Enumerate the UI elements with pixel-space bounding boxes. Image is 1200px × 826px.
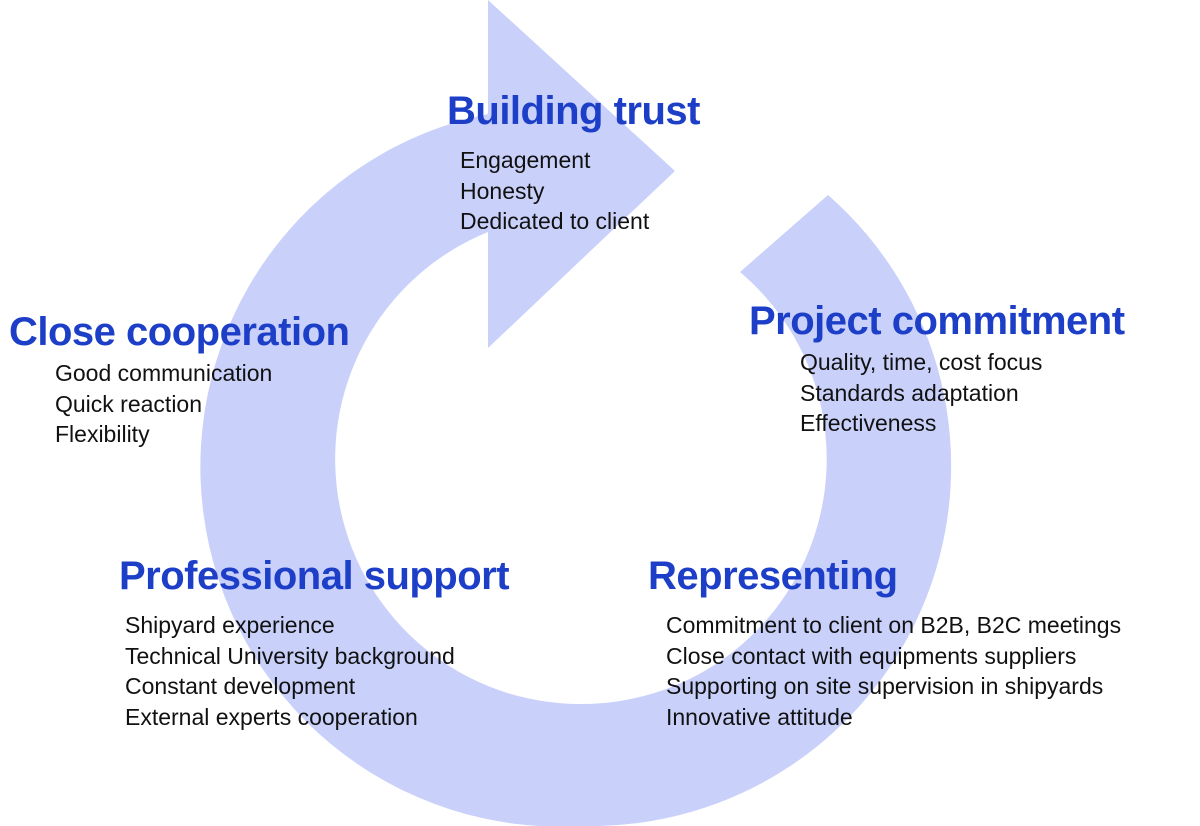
section-project-commitment: Project commitment Quality, time, cost f… xyxy=(749,297,1125,439)
list-item: Good communication xyxy=(55,360,273,386)
list-item: Honesty xyxy=(460,177,545,204)
section-close-cooperation: Close cooperation Good communication Qui… xyxy=(9,308,350,450)
section-title-close-cooperation: Close cooperation xyxy=(9,310,350,354)
section-title-building-trust: Building trust xyxy=(447,89,700,133)
section-title-representing: Representing xyxy=(648,554,898,598)
list-item: Commitment to client on B2B, B2C meeting… xyxy=(666,612,1122,638)
representing-list: Commitment to client on B2B, B2C meeting… xyxy=(666,610,1121,732)
list-item: Effectiveness xyxy=(800,410,937,436)
section-building-trust: Building trust Engagement Honesty Dedica… xyxy=(447,87,700,237)
building-trust-list: Engagement Honesty Dedicated to client xyxy=(460,145,700,237)
professional-support-list: Shipyard experience Technical University… xyxy=(125,610,509,732)
list-item: External experts cooperation xyxy=(125,703,418,730)
list-item: Standards adaptation xyxy=(800,379,1019,406)
section-title-project-commitment: Project commitment xyxy=(749,299,1125,343)
project-commitment-list: Quality, time, cost focus Standards adap… xyxy=(800,347,1125,439)
close-cooperation-list: Good communication Quick reaction Flexib… xyxy=(55,358,349,450)
list-item: Shipyard experience xyxy=(125,612,335,638)
list-item: Flexibility xyxy=(55,421,150,447)
list-item: Supporting on site supervision in shipya… xyxy=(666,673,1104,699)
circular-arrow-shape xyxy=(200,0,952,826)
list-item: Innovative attitude xyxy=(666,703,853,730)
list-item: Technical University background xyxy=(125,642,455,669)
list-item: Constant development xyxy=(125,673,356,699)
list-item: Close contact with equipments suppliers xyxy=(666,642,1077,669)
list-item: Quality, time, cost focus xyxy=(800,349,1043,375)
section-title-professional-support: Professional support xyxy=(119,554,510,598)
section-professional-support: Professional support Shipyard experience… xyxy=(119,552,510,732)
list-item: Dedicated to client xyxy=(460,208,650,234)
list-item: Quick reaction xyxy=(55,390,203,417)
section-representing: Representing Commitment to client on B2B… xyxy=(648,552,1121,732)
list-item: Engagement xyxy=(460,147,591,173)
